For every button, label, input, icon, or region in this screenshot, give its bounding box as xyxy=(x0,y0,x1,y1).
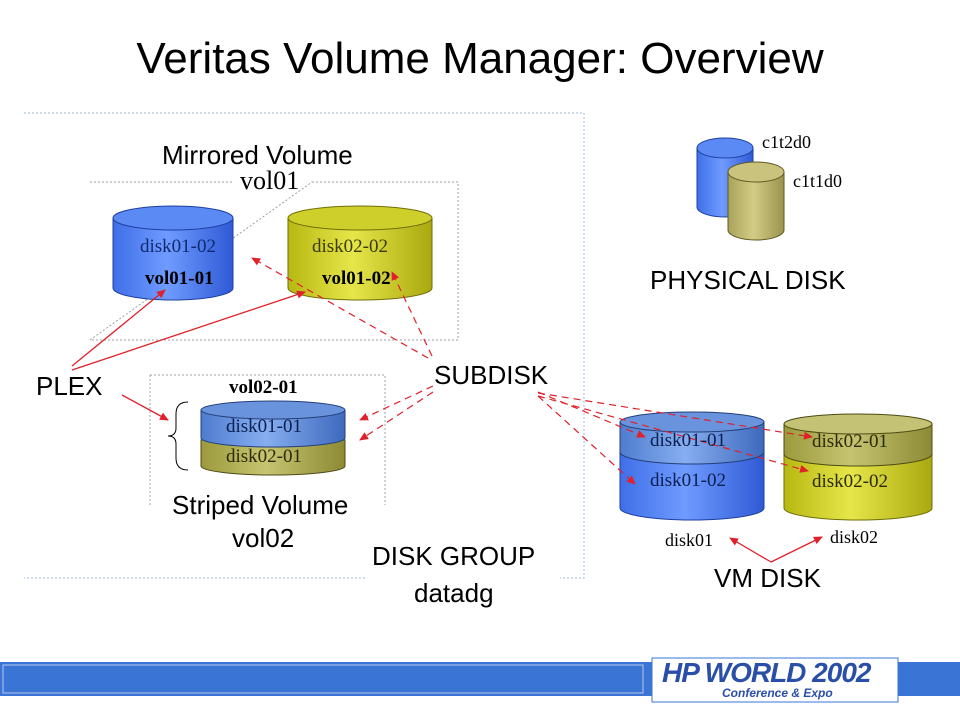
vm-disk01-subdisk-disk01-01: disk01-01 xyxy=(650,430,726,451)
subdisk-disk01-02-label: disk01-02 xyxy=(140,236,216,257)
vm-disk-arrows xyxy=(729,536,823,563)
striped-subdisk-disk01-01-label: disk01-01 xyxy=(226,416,302,437)
striped-subdisk-disk02-01-label: disk02-01 xyxy=(226,446,302,467)
vm-disk01-cylinder xyxy=(619,411,765,521)
device-c1t1d0-label: c1t1d0 xyxy=(793,171,842,191)
subdisk-arrows xyxy=(251,257,813,485)
slide-title: Veritas Volume Manager: Overview xyxy=(136,34,824,83)
plex-vol01-01-label: vol01-01 xyxy=(145,268,214,289)
vm-disk-heading: VM DISK xyxy=(714,563,821,593)
vm-disk01-name: disk01 xyxy=(665,530,714,550)
plex-arrows xyxy=(71,289,306,421)
physical-disk-heading: PHYSICAL DISK xyxy=(650,265,846,295)
hp-world-logo xyxy=(651,656,899,704)
subdisk-disk02-02-label: disk02-02 xyxy=(312,236,388,257)
striped-volume-heading-line1: Striped Volume xyxy=(172,490,349,520)
striped-volume-heading-line2: vol02 xyxy=(232,523,295,553)
disk-group-boundary xyxy=(24,112,585,579)
vm-disk02-subdisk-disk02-02: disk02-02 xyxy=(812,471,888,492)
mirrored-volume-box xyxy=(88,181,459,341)
plex-vol02-01-label: vol02-01 xyxy=(229,377,298,398)
plex-vol01-02-label: vol01-02 xyxy=(322,268,391,289)
logo-line1: HP WORLD 2002 xyxy=(662,657,871,688)
vm-disk01-subdisk-disk01-02: disk01-02 xyxy=(650,470,726,491)
mirrored-volume-heading: Mirrored Volume xyxy=(162,140,353,170)
plex-callout: PLEX xyxy=(36,371,103,401)
footer-band-inner xyxy=(2,664,644,694)
disk-group-heading-line2: datadg xyxy=(414,578,494,608)
mirrored-volume-name: vol01 xyxy=(240,166,300,195)
striped-volume-box xyxy=(149,374,386,505)
vm-disk02-name: disk02 xyxy=(830,527,879,547)
subdisk-callout: SUBDISK xyxy=(434,360,549,390)
plex-vol02-01-cylinder xyxy=(200,400,346,476)
plex-vol01-01-cylinder xyxy=(112,205,234,301)
device-c1t2d0-label: c1t2d0 xyxy=(762,132,811,152)
striped-brace xyxy=(167,401,189,471)
disk-group-heading-line1: DISK GROUP xyxy=(372,541,536,571)
vm-disk02-cylinder xyxy=(783,413,933,521)
vm-disk02-subdisk-disk02-01: disk02-01 xyxy=(812,431,888,452)
logo-line2: Conference & Expo xyxy=(722,686,833,700)
physical-disk-c1t1d0 xyxy=(727,161,785,241)
